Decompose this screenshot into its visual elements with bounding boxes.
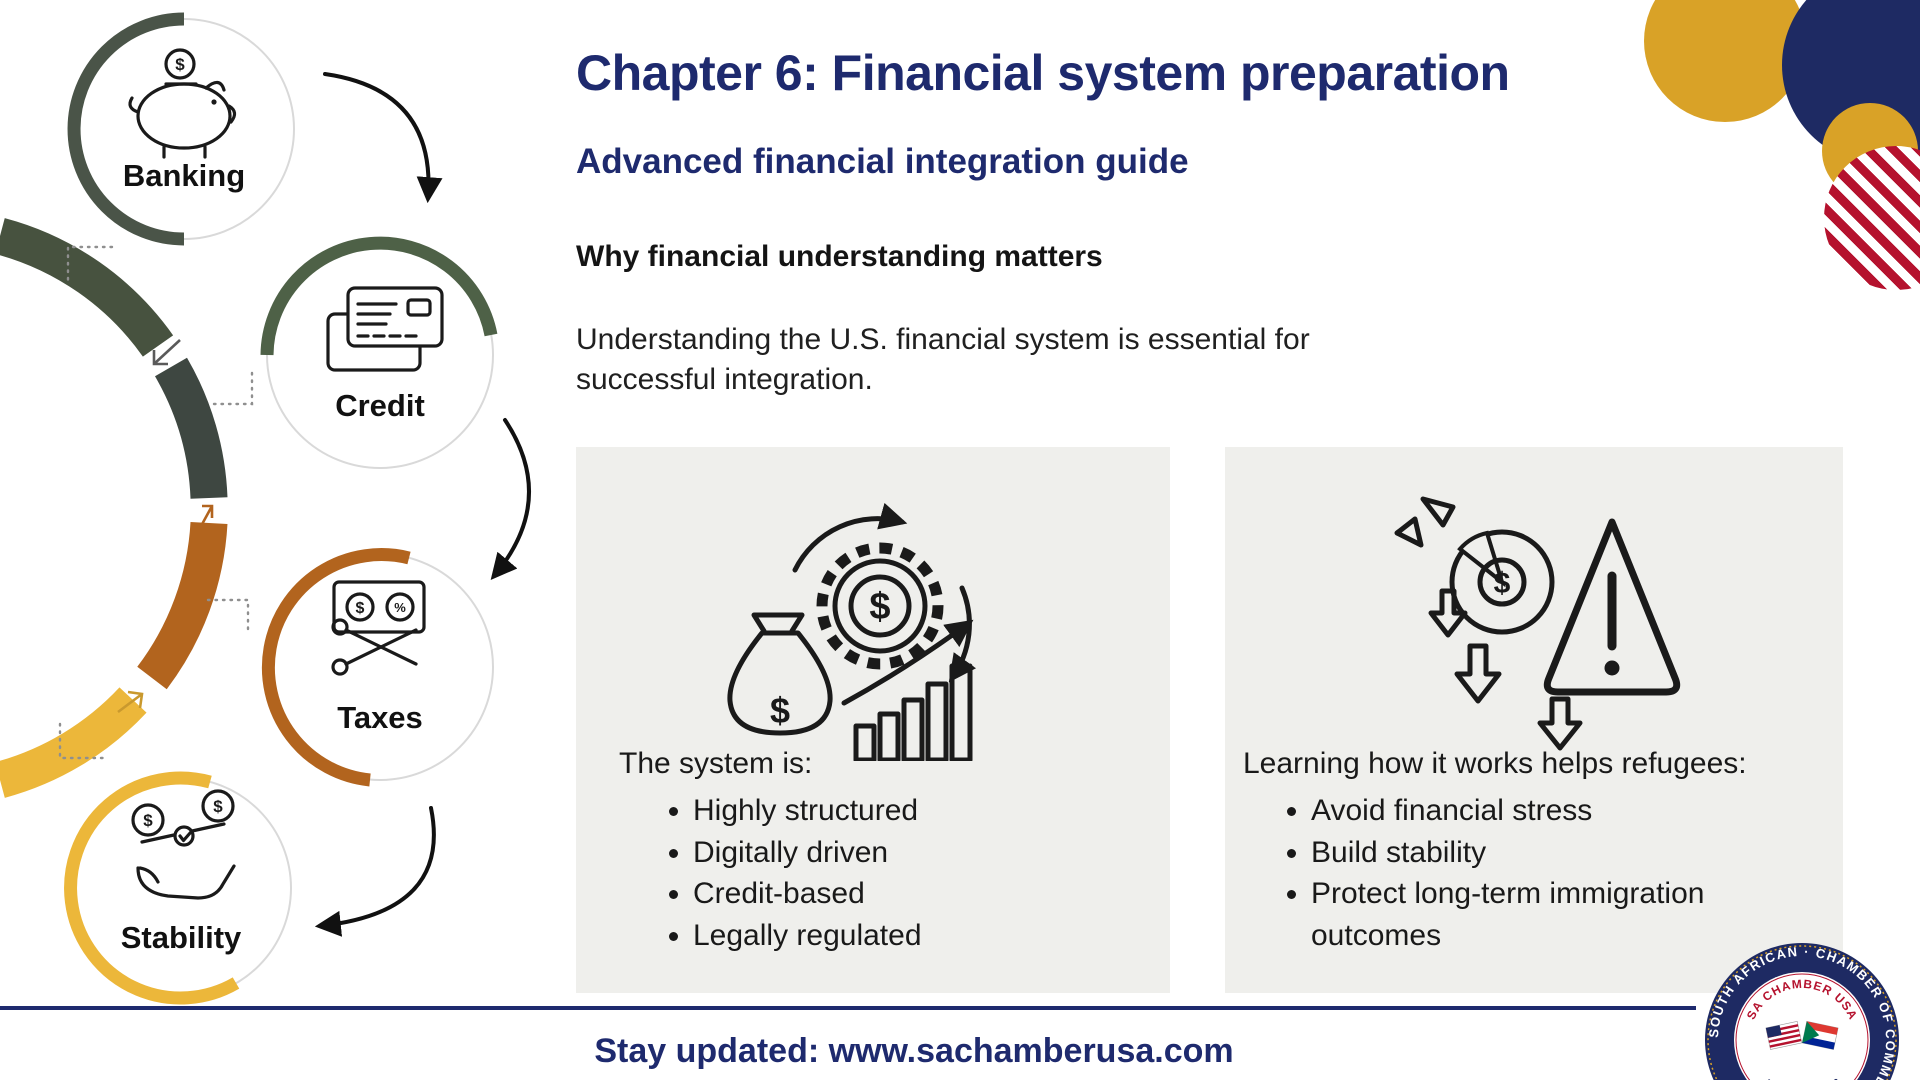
arrow-banking-to-credit xyxy=(323,72,443,204)
card-bullet-list: Highly structured Digitally driven Credi… xyxy=(619,790,1146,956)
section-heading: Why financial understanding matters xyxy=(576,240,1103,273)
warning-triangle-icon xyxy=(1543,518,1681,696)
system-card: $ $ The system is: Highly structured Dig… xyxy=(576,447,1170,993)
cycle-arc xyxy=(0,218,228,798)
card-intro: Learning how it works helps refugees: xyxy=(1243,747,1747,780)
pie-dollar-glyph: $ xyxy=(1494,567,1511,600)
coin-dollar-glyph: $ xyxy=(213,797,223,816)
node-taxes: $ % Taxes xyxy=(261,548,494,787)
card-bullet-list: Avoid financial stress Build stability P… xyxy=(1243,790,1829,956)
bullet-item: Digitally driven xyxy=(693,832,1146,873)
piggy-bank-icon: $ xyxy=(128,48,237,159)
arc-arrow-icon xyxy=(117,690,144,714)
intro-paragraph: Understanding the U.S. financial system … xyxy=(576,323,1310,397)
bag-dollar-glyph: $ xyxy=(770,690,790,731)
growth-bars-icon xyxy=(841,619,974,761)
node-credit: Credit xyxy=(260,236,498,469)
money-bag-icon: $ xyxy=(727,612,833,736)
page-title: Chapter 6: Financial system preparation xyxy=(576,45,1510,101)
arc-arrow-icon xyxy=(198,504,214,529)
page-subtitle: Advanced financial integration guide xyxy=(576,142,1189,181)
node-label-taxes: Taxes xyxy=(337,700,423,735)
credit-cards-icon xyxy=(326,286,444,372)
footer-text: Stay updated: www.sachamberusa.com xyxy=(594,1032,1234,1070)
gear-dollar-glyph: $ xyxy=(869,586,890,628)
bullet-item: Legally regulated xyxy=(693,915,1146,956)
node-label-credit: Credit xyxy=(335,388,425,423)
financial-growth-icon: $ $ xyxy=(727,502,977,761)
coin-dollar-glyph: $ xyxy=(175,55,185,74)
bullet-item: Highly structured xyxy=(693,790,1146,831)
benefits-card: $ Learning how it works helps refugees: … xyxy=(1225,447,1843,993)
node-label-banking: Banking xyxy=(123,158,245,193)
node-banking: $ Banking xyxy=(67,12,295,246)
flow-arrows xyxy=(314,72,531,937)
arc-arrow-icon xyxy=(152,339,181,366)
scissors-icon xyxy=(331,618,418,676)
financial-risk-icon: $ xyxy=(1394,496,1681,751)
dotted-connectors xyxy=(58,245,254,760)
flags-icon xyxy=(1765,1020,1839,1050)
footer-divider xyxy=(0,1006,1696,1010)
financial-cycle-diagram: $ Banking Credit xyxy=(0,12,531,1005)
sa-chamber-seal: SOUTH AFRICAN · CHAMBER OF COMMERCE · IN… xyxy=(1705,943,1899,1080)
tax-cut-icon: $ % xyxy=(331,580,426,676)
card-intro: The system is: xyxy=(619,747,813,780)
bullet-item: Credit-based xyxy=(693,873,1146,914)
bullet-item: Protect long-term immigration outcomes xyxy=(1311,873,1829,956)
stability-balance-icon: $ $ xyxy=(131,789,236,900)
arrow-credit-to-taxes xyxy=(490,418,531,580)
arrow-taxes-to-stability xyxy=(314,806,436,937)
down-arrows-icon xyxy=(1428,588,1583,751)
tax-percent-glyph: % xyxy=(394,600,406,615)
node-stability: $ $ Stability xyxy=(64,771,292,1005)
bullet-item: Build stability xyxy=(1311,832,1829,873)
tax-dollar-glyph: $ xyxy=(356,600,365,617)
dollar-pie-icon: $ xyxy=(1394,496,1555,635)
node-label-stability: Stability xyxy=(121,920,242,955)
coin-dollar-glyph: $ xyxy=(143,811,153,830)
bullet-item: Avoid financial stress xyxy=(1311,790,1829,831)
